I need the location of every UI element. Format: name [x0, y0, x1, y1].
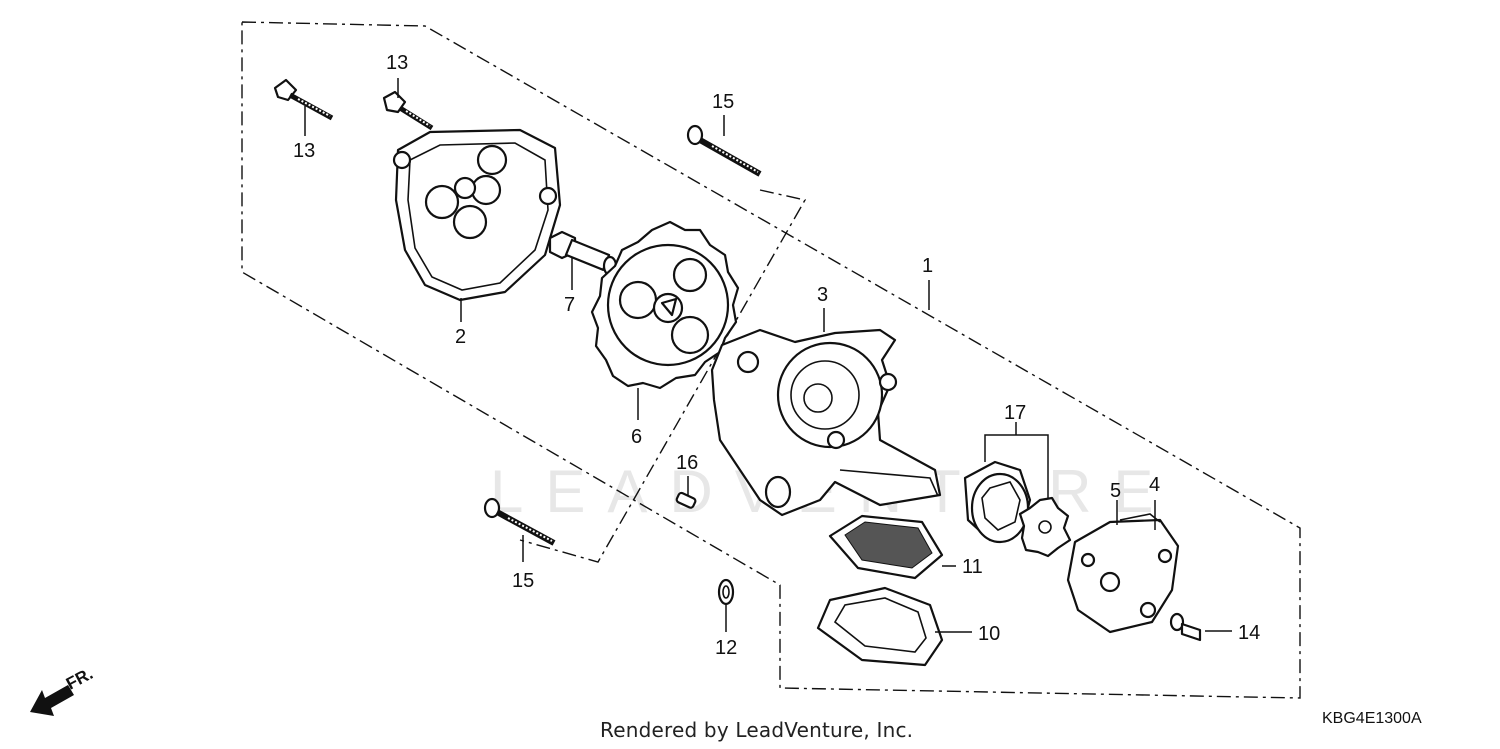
- footer-credit: Rendered by LeadVenture, Inc.: [600, 718, 914, 742]
- assembly-boundary: [241, 21, 1301, 699]
- callout-5: 5: [1110, 480, 1121, 502]
- callouts: 13 13 2 7 6 3 1 15 15 16 12 11 10 14 17 …: [293, 52, 1260, 659]
- callout-6: 6: [631, 426, 642, 448]
- callout-10: 10: [978, 623, 1000, 645]
- pump-gear-6[interactable]: [590, 220, 740, 390]
- callout-15-bottom: 15: [512, 570, 534, 592]
- callout-2: 2: [455, 326, 466, 348]
- callout-17: 17: [1004, 402, 1026, 424]
- oil-screen-11[interactable]: [828, 514, 944, 580]
- callout-13-top: 13: [386, 52, 408, 74]
- bolt-15-upper[interactable]: [686, 124, 762, 177]
- pump-cover-2[interactable]: [392, 128, 562, 302]
- bolt-15-lower[interactable]: [483, 497, 556, 546]
- front-direction-arrow-icon: FR.: [30, 664, 96, 716]
- callout-16: 16: [676, 452, 698, 474]
- pump-plate-4[interactable]: [1066, 513, 1180, 634]
- callout-15-top: 15: [712, 91, 734, 113]
- pump-body-3[interactable]: [710, 328, 942, 517]
- outer-rotor-17[interactable]: [963, 460, 1032, 544]
- screen-seal-10[interactable]: [816, 586, 944, 667]
- screw-14[interactable]: [1169, 612, 1202, 642]
- subassembly-boundary: [519, 189, 807, 563]
- callout-11: 11: [962, 556, 983, 578]
- washer-12[interactable]: [717, 578, 735, 606]
- callout-3: 3: [817, 284, 828, 306]
- callout-13-bottom: 13: [293, 140, 315, 162]
- callout-7: 7: [564, 294, 575, 316]
- leader-lines: [304, 78, 1232, 633]
- bolt-13-right[interactable]: [382, 90, 434, 131]
- callout-14: 14: [1238, 622, 1260, 644]
- callout-12: 12: [715, 637, 737, 659]
- inner-rotor-17[interactable]: [1018, 496, 1072, 558]
- bolt-13-left[interactable]: [273, 78, 334, 121]
- diagram-code: KBG4E1300A: [1322, 710, 1422, 727]
- callout-1: 1: [922, 255, 933, 277]
- callout-4: 4: [1149, 474, 1160, 496]
- pump-shaft-7[interactable]: [548, 230, 618, 277]
